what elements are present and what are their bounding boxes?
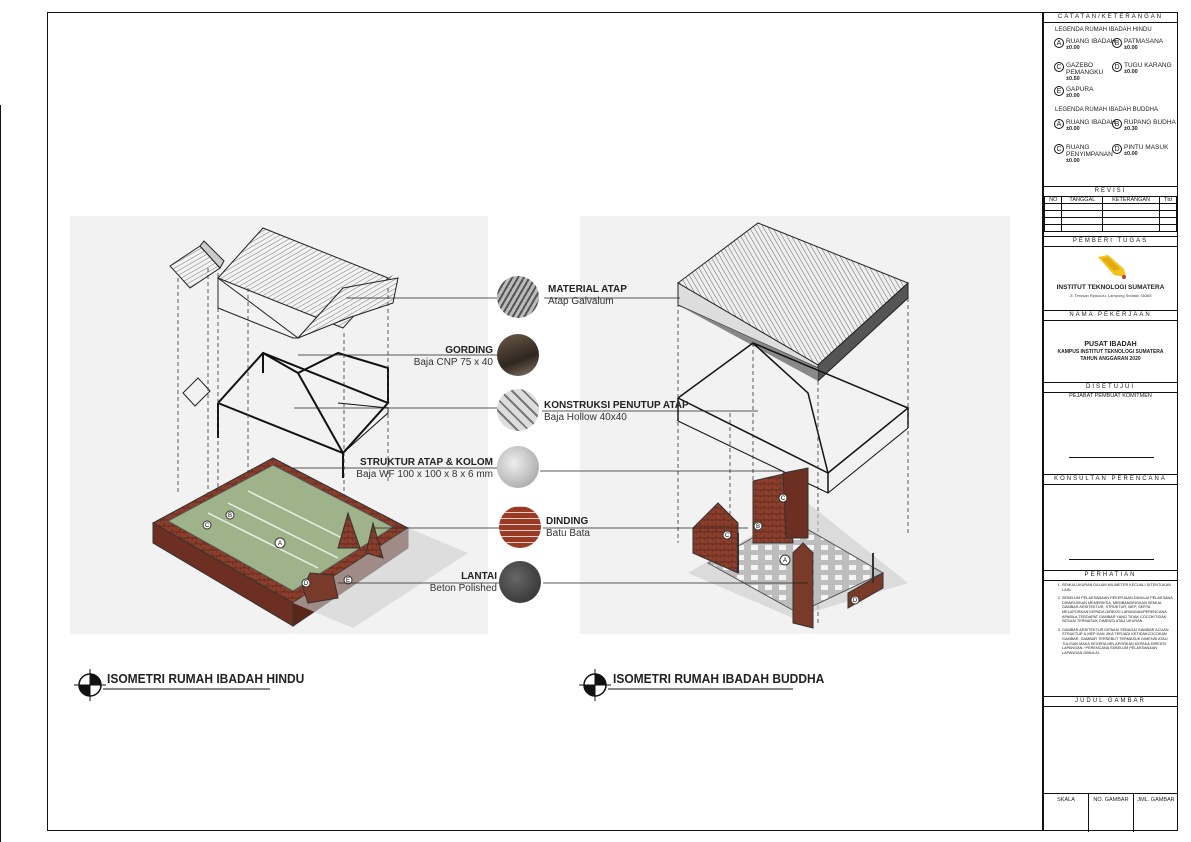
tag-a: A xyxy=(278,541,282,547)
callout-title-gording: GORDING xyxy=(445,345,493,356)
perhatian-item: GAMBAR ARSITEKTUR DIPAKAI SEBAGAI GAMBAR… xyxy=(1062,628,1173,656)
callout-sub-struktur: Baja WF 100 x 100 x 8 x 6 mm xyxy=(356,469,493,480)
notes-header: CATATAN/KETERANGAN xyxy=(1044,13,1177,23)
revisi-section: REVISI NO TANGGAL KETERANGAN Ttd xyxy=(1043,186,1178,238)
brick-swatch xyxy=(499,506,541,548)
buddha-base xyxy=(688,467,908,629)
disetujui-header: DISETUJUI xyxy=(1044,383,1177,393)
callout-sub-konstruksi: Baja Hollow 40x40 xyxy=(544,412,627,423)
hindu-base xyxy=(151,457,468,628)
isometric-drawing: A B C D E A B C xyxy=(70,216,1010,701)
institution-address: Jl. Terusan Ryacudu, Lampung Selatan 353… xyxy=(1069,293,1152,298)
svg-text:C: C xyxy=(205,523,210,529)
project-campus: KAMPUS INSTITUT TEKNOLOGI SUMATERA xyxy=(1057,349,1164,355)
view-title-hindu: ISOMETRI RUMAH IBADAH HINDU xyxy=(107,671,305,687)
col-no: NO xyxy=(1043,196,1063,204)
hollow-steel-swatch xyxy=(497,389,539,431)
skala-cell: SKALA xyxy=(1044,794,1089,832)
disetujui-role: PEJABAT PEMBUAT KOMITMEN xyxy=(1069,393,1152,399)
hindu-legend-title: LEGENDA RUMAH IBADAH HINDU xyxy=(1055,27,1152,33)
buddha-roof xyxy=(677,222,909,383)
hindu-view-symbol xyxy=(74,669,270,701)
callout-sub-dinding: Batu Bata xyxy=(546,528,590,539)
project-year: TAHUN ANGGARAN 2020 xyxy=(1080,356,1141,362)
no-gambar-cell: NO. GAMBAR xyxy=(1089,794,1134,832)
callout-title-dinding: DINDING xyxy=(546,516,589,527)
svg-text:D: D xyxy=(304,581,309,587)
institution-name: INSTITUT TEKNOLOGI SUMATERA xyxy=(1056,284,1165,291)
footer-section: SKALA NO. GAMBAR JML. GAMBAR xyxy=(1044,793,1177,832)
callout-sub-gording: Baja CNP 75 x 40 xyxy=(413,357,493,368)
perhatian-list: SEMUA UKURAN DALAM MILIMETER KECUALI DIT… xyxy=(1044,583,1177,659)
buddha-floor-tags: A B C D C xyxy=(722,493,860,605)
drawing-frame xyxy=(47,12,1043,831)
concrete-swatch xyxy=(499,561,541,603)
perhatian-section: PERHATIAN SEMUA UKURAN DALAM MILIMETER K… xyxy=(1044,570,1177,696)
hindu-gazebo-roof xyxy=(169,240,225,289)
buddha-legend-title: LEGENDA RUMAH IBADAH BUDDHA xyxy=(1055,107,1159,113)
svg-text:A: A xyxy=(783,558,787,564)
perhatian-header: PERHATIAN xyxy=(1044,571,1177,581)
judul-gambar-section: JUDUL GAMBAR xyxy=(1044,696,1177,793)
pekerjaan-header: NAMA PEKERJAAN xyxy=(1044,311,1177,321)
svg-text:E: E xyxy=(346,578,350,584)
cnp-steel-swatch xyxy=(497,334,539,376)
signature-line-1 xyxy=(1069,457,1154,458)
disetujui-section: DISETUJUI PEJABAT PEMBUAT KOMITMEN xyxy=(1044,382,1177,474)
perhatian-item: SEMUA UKURAN DALAM MILIMETER KECUALI DIT… xyxy=(1062,583,1173,592)
pemberi-tugas-section: PEMBERI TUGAS INSTITUT TEKNOLOGI SUMATER… xyxy=(1044,236,1177,311)
col-ttd: Ttd xyxy=(1158,196,1178,204)
hindu-floor-tags: A B C D E xyxy=(202,510,353,588)
svg-text:B: B xyxy=(756,524,760,530)
pekerjaan-section: NAMA PEKERJAAN PUSAT IBADAH KAMPUS INSTI… xyxy=(1044,310,1177,383)
wf-steel-swatch xyxy=(497,446,539,488)
svg-text:D: D xyxy=(853,598,858,604)
konsultan-header: KONSULTAN PERENCANA xyxy=(1044,475,1177,485)
revisi-table: NO TANGGAL KETERANGAN Ttd xyxy=(1043,196,1178,232)
svg-text:C: C xyxy=(781,496,786,502)
callout-sub-lantai: Beton Polished xyxy=(429,583,497,594)
konsultan-section: KONSULTAN PERENCANA xyxy=(1044,474,1177,570)
itera-logo-icon xyxy=(1098,255,1126,279)
svg-text:C: C xyxy=(725,533,730,539)
svg-text:B: B xyxy=(228,513,232,519)
notes-section: CATATAN/KETERANGAN LEGENDA RUMAH IBADAH … xyxy=(1044,13,1177,188)
callout-title-konstruksi: KONSTRUKSI PENUTUP ATAP xyxy=(544,400,689,411)
callout-title-roof: MATERIAL ATAP xyxy=(548,284,627,295)
judul-gambar-header: JUDUL GAMBAR xyxy=(1044,697,1177,707)
hindu-main-roof xyxy=(217,227,399,339)
project-title: PUSAT IBADAH xyxy=(1084,341,1137,348)
view-title-buddha: ISOMETRI RUMAH IBADAH BUDDHA xyxy=(613,671,825,687)
callout-sub-roof: Atap Galvalum xyxy=(548,296,614,307)
hindu-gazebo-frame xyxy=(182,377,211,407)
pemberi-tugas-header: PEMBERI TUGAS xyxy=(1044,237,1177,247)
jml-gambar-cell: JML. GAMBAR xyxy=(1137,797,1175,803)
callout-leaders xyxy=(293,297,808,584)
callout-title-struktur: STRUKTUR ATAP & KOLOM xyxy=(360,457,493,468)
col-tanggal: TANGGAL xyxy=(1061,196,1104,204)
galvalum-swatch xyxy=(497,276,539,318)
perhatian-item: SEBELUM PELAKSANAAN PEKERJAAN DIMULAI PE… xyxy=(1062,596,1173,624)
title-block: CATATAN/KETERANGAN LEGENDA RUMAH IBADAH … xyxy=(1043,12,1178,832)
buddha-view-symbol xyxy=(579,669,793,701)
left-margin-line xyxy=(0,105,1,842)
signature-line-2 xyxy=(1069,559,1154,560)
callout-title-lantai: LANTAI xyxy=(461,571,497,582)
col-keterangan: KETERANGAN xyxy=(1102,196,1160,204)
